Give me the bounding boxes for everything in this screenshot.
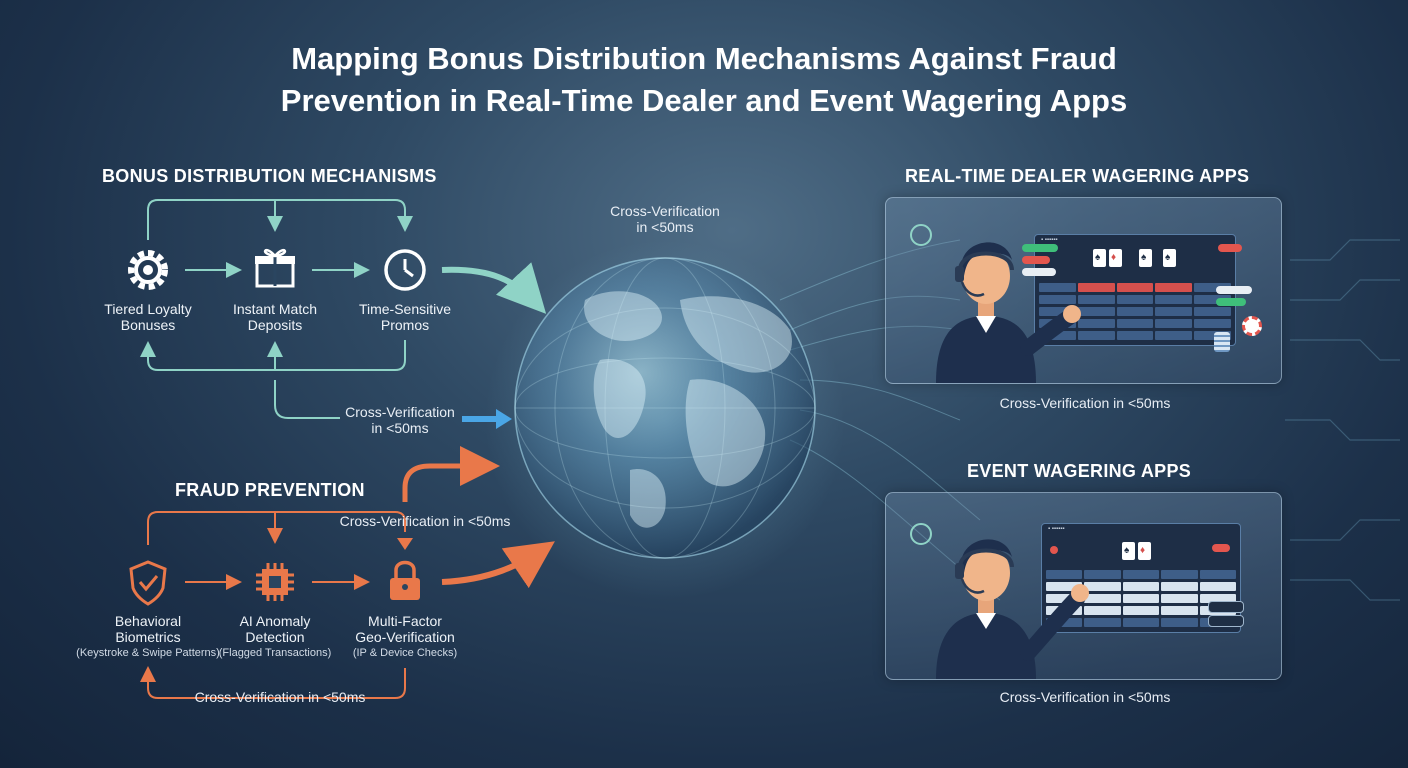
fraud-heading: FRAUD PREVENTION [175,480,365,500]
poker-chip-icon [1242,316,1262,336]
chip-stack-icon [1214,332,1230,352]
playing-card-icon [1163,249,1176,267]
node-label-sub: (IP & Device Checks) [352,647,458,659]
bonus-node-tiered-loyalty: Tiered Loyalty Bonuses [88,301,208,333]
status-badge [1216,298,1246,306]
status-badge [1022,244,1058,252]
bonus-heading: BONUS DISTRIBUTION MECHANISMS [102,166,437,186]
bet-slip-button [1208,615,1244,627]
title-line-2: Prevention in Real-Time Dealer and Event… [280,83,1128,118]
fraud-node-geo-verification: Multi-Factor Geo-Verification (IP & Devi… [335,613,475,661]
cv-line: Cross-Verification [345,404,455,420]
cv-line: in <50ms [371,420,429,436]
agent-avatar [936,539,1089,679]
cross-verification-event-label: Cross-Verification in <50ms [999,689,1171,705]
fraud-node-behavioral: Behavioral Biometrics (Keystroke & Swipe… [68,613,228,661]
playing-card-icon [1122,542,1135,560]
node-label-line: Bonuses [120,317,176,333]
node-label-sub: (Keystroke & Swipe Patterns) [76,647,220,659]
status-badge [1022,256,1050,264]
padlock-icon [390,560,420,600]
node-label-line: Promos [380,317,430,333]
fraud-down-arrowhead [397,538,413,550]
cross-verification-fraud-top: Cross-Verification in <50ms [339,513,511,529]
node-label-line: Deposits [247,317,303,333]
status-badge [1212,544,1230,552]
table-row [1039,283,1231,292]
bet-slip-button [1208,601,1244,613]
refresh-icon [910,523,932,545]
node-label-sub: (Flagged Transactions) [218,647,332,659]
bonus-flow-connectors [140,199,413,419]
fraud-flow-connectors [140,511,406,699]
bonus-to-globe-arrow [441,262,547,314]
cross-verification-fraud-bottom: Cross-Verification in <50ms [194,689,366,705]
screen-header: ▪ ▪▪▪▪▪▪ [1041,237,1058,243]
title-line-1: Mapping Bonus Distribution Mechanisms Ag… [291,41,1117,76]
playing-card-icon [1138,542,1151,560]
cv-line: in <50ms [636,219,694,235]
node-label-line: Biometrics [115,629,181,645]
node-label-line: Time-Sensitive [358,301,452,317]
refresh-icon [910,224,932,246]
ai-chip-icon [256,563,294,601]
table-row [1039,295,1231,304]
diagram-title: Mapping Bonus Distribution Mechanisms Ag… [0,38,1408,122]
fraud-upper-arrow [402,446,500,502]
node-label-line: Tiered Loyalty [104,301,192,317]
playing-card-icon [1093,249,1106,267]
gift-icon [255,248,295,288]
dealer-avatar [936,242,1081,383]
node-label-line: Detection [245,629,305,645]
event-apps-heading: EVENT WAGERING APPS [967,461,1192,481]
clock-icon [384,249,426,291]
node-label-line: Geo-Verification [355,629,455,645]
dealer-app-panel: ▪ ▪▪▪▪▪▪ [885,197,1282,384]
cross-verify-blue-arrowhead [496,409,512,429]
globe [514,257,816,559]
cross-verification-bonus-label: Cross-Verification in <50ms [330,404,470,436]
playing-card-icon [1139,249,1152,267]
table-row [1046,594,1237,603]
globe-continents [584,291,792,528]
fraud-to-globe-arrow [441,541,555,589]
globe-gridlines [514,257,816,559]
status-badge [1022,268,1056,276]
node-label-line: Behavioral [114,613,182,629]
circuit-lines [1285,239,1400,601]
dealer-apps-heading: REAL-TIME DEALER WAGERING APPS [905,166,1250,186]
table-row [1046,582,1237,591]
table-row [1039,307,1231,316]
table-row [1046,570,1237,579]
live-indicator-icon [1050,546,1058,554]
node-label-line: AI Anomaly [239,613,311,629]
bonus-node-time-sensitive: Time-Sensitive Promos [345,301,465,333]
playing-card-icon [1109,249,1122,267]
cross-verification-globe-label: Cross-Verification in <50ms [595,203,735,235]
fraud-node-ai-anomaly: AI Anomaly Detection (Flagged Transactio… [205,613,345,661]
node-label-line: Multi-Factor [368,613,442,629]
cv-line: Cross-Verification [610,203,720,219]
event-app-panel: ▪ ▪▪▪▪▪▪ [885,492,1282,680]
screen-header: ▪ ▪▪▪▪▪▪ [1048,526,1065,532]
status-badge [1218,244,1242,252]
bonus-node-instant-match: Instant Match Deposits [215,301,335,333]
status-badge [1216,286,1252,294]
cross-verification-dealer-label: Cross-Verification in <50ms [999,395,1171,411]
gear-icon [128,250,168,290]
node-label-line: Instant Match [232,301,318,317]
shield-check-icon [129,560,167,606]
